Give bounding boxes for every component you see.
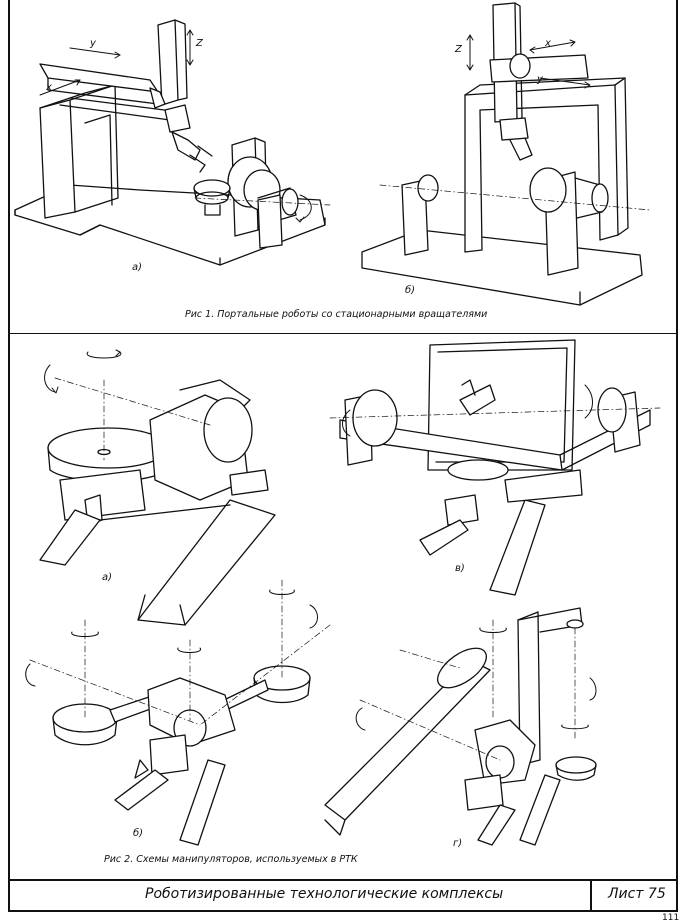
title-block-sheet: Лист 75 bbox=[608, 886, 666, 902]
frame-separator bbox=[8, 333, 678, 335]
fig2b-dual-turntable bbox=[25, 579, 331, 846]
fig1a-gantry-robot bbox=[14, 19, 331, 266]
fig1a-axis-y-label: y bbox=[90, 38, 96, 49]
fig2v-label: в) bbox=[455, 563, 465, 574]
fig2v-screen-rotator bbox=[329, 339, 661, 596]
page-number: 111 bbox=[662, 913, 680, 923]
fig2a-label: а) bbox=[102, 572, 113, 583]
frame-right bbox=[676, 0, 678, 912]
title-block-title: Роботизированные технологические комплек… bbox=[145, 886, 504, 902]
fig2-caption: Рис 2. Схемы манипуляторов, используемых… bbox=[104, 854, 358, 865]
frame-left bbox=[8, 0, 10, 912]
fig2g-label: г) bbox=[453, 838, 463, 849]
fig1a-axis-z-label: Z bbox=[196, 38, 203, 49]
fig1b-axis-x-label: x bbox=[545, 38, 551, 49]
title-block-bottom bbox=[8, 910, 678, 912]
fig1b-axis-z-label: Z bbox=[455, 44, 462, 55]
title-block-top bbox=[8, 879, 678, 881]
fig2a-tilting-rotator bbox=[39, 349, 276, 626]
fig1b-label: б) bbox=[405, 285, 416, 296]
title-block-divider bbox=[590, 879, 592, 911]
fig1a-axis-x-label: x bbox=[46, 82, 52, 93]
fig1b-portal-robot bbox=[361, 2, 651, 306]
fig2g-inclined-arm bbox=[324, 607, 597, 846]
fig2b-label: б) bbox=[133, 828, 144, 839]
fig1a-label: а) bbox=[132, 262, 143, 273]
fig1-caption: Рис 1. Портальные роботы со стационарным… bbox=[185, 309, 488, 320]
fig1b-axis-y-label: y bbox=[537, 74, 543, 85]
